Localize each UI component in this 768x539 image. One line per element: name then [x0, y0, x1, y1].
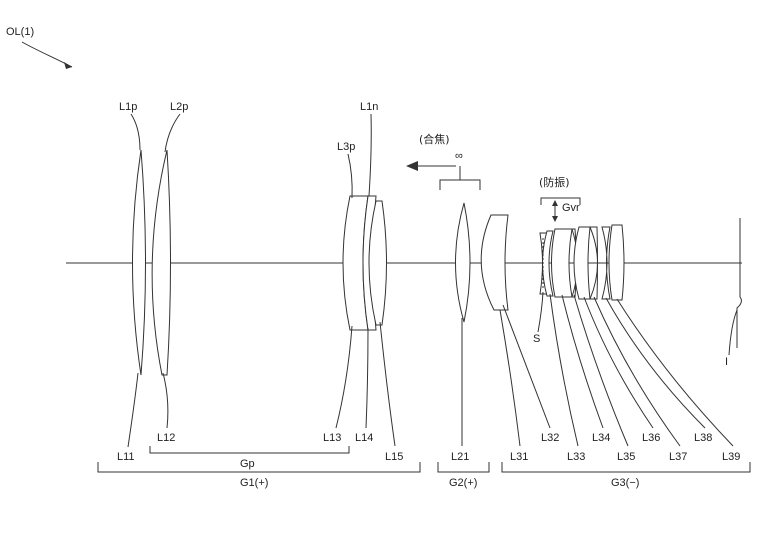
g1-label: G1(+): [240, 477, 268, 489]
label-L14: L14: [355, 432, 373, 444]
infinity-label: ∞: [455, 150, 463, 162]
gvr-label: Gvr: [562, 202, 580, 214]
label-L21: L21: [451, 451, 469, 463]
label-L3p: L3p: [337, 141, 355, 153]
focus-bracket: [439, 166, 481, 190]
lens-L39: [608, 224, 625, 301]
g3-bracket: [501, 462, 751, 473]
label-L12: L12: [157, 432, 175, 444]
gp-label: Gp: [240, 458, 255, 470]
lens-L36: [573, 226, 591, 300]
lens-L38: [601, 226, 611, 300]
label-L38: L38: [694, 432, 712, 444]
leader-L12: [162, 372, 169, 429]
lens-L15: [368, 200, 387, 326]
label-L15: L15: [385, 451, 403, 463]
leader-L3p: [347, 153, 353, 199]
leader-L1n: [368, 113, 372, 197]
leader-L37: [593, 296, 681, 447]
label-L32: L32: [541, 432, 559, 444]
leader-L15: [379, 321, 396, 447]
leader-L31: [499, 309, 521, 447]
label-L31: L31: [510, 451, 528, 463]
label-L2p: L2p: [170, 101, 188, 113]
vr-arrow-down: [552, 216, 558, 222]
leader-I: [728, 309, 738, 356]
label-L1n: L1n: [360, 101, 378, 113]
lens-L12: [151, 149, 171, 376]
label-L34: L34: [592, 432, 610, 444]
label-L33: L33: [567, 451, 585, 463]
lens-L11: [132, 149, 146, 376]
label-L37: L37: [669, 451, 687, 463]
leader-L32: [502, 304, 551, 429]
lens-L34: [551, 228, 573, 298]
image-label: I: [725, 356, 728, 368]
leader-L1p: [130, 113, 141, 151]
leader-L14: [365, 327, 369, 429]
lens-L31: [480, 214, 509, 311]
leader-L33: [549, 293, 579, 447]
lens-L37: [589, 226, 598, 300]
label-L39: L39: [722, 451, 740, 463]
figure-pointer-arrowhead: [64, 62, 72, 69]
image-plane: [736, 218, 742, 348]
focus-label: (合焦): [419, 132, 450, 146]
label-L1p: L1p: [119, 101, 137, 113]
vr-label: (防振): [539, 175, 570, 189]
label-L13: L13: [323, 432, 341, 444]
label-L11: L11: [117, 451, 135, 463]
vr-bracket: [540, 197, 581, 205]
leader-L2p: [164, 113, 181, 153]
g1-bracket: [97, 462, 421, 473]
lens-L21: [455, 202, 471, 323]
leader-L34: [561, 294, 604, 429]
leader-L13: [335, 325, 353, 429]
leader-L36: [583, 296, 654, 429]
g2-bracket: [437, 462, 490, 473]
leader-L38: [605, 297, 706, 429]
focus-arrow-head: [406, 161, 418, 171]
lens-L33: [542, 230, 554, 297]
gp-bracket: [149, 446, 350, 454]
leader-L39: [616, 298, 734, 447]
label-L35: L35: [617, 451, 635, 463]
leader-L35: [573, 294, 629, 447]
vr-arrow-up: [552, 200, 558, 206]
label-L36: L36: [642, 432, 660, 444]
g3-label: G3(−): [611, 477, 639, 489]
g2-label: G2(+): [449, 477, 477, 489]
leader-S: [537, 291, 544, 333]
stop-label: S: [533, 333, 540, 345]
figure-label: OL(1): [6, 26, 34, 38]
leader-L11: [127, 372, 139, 448]
